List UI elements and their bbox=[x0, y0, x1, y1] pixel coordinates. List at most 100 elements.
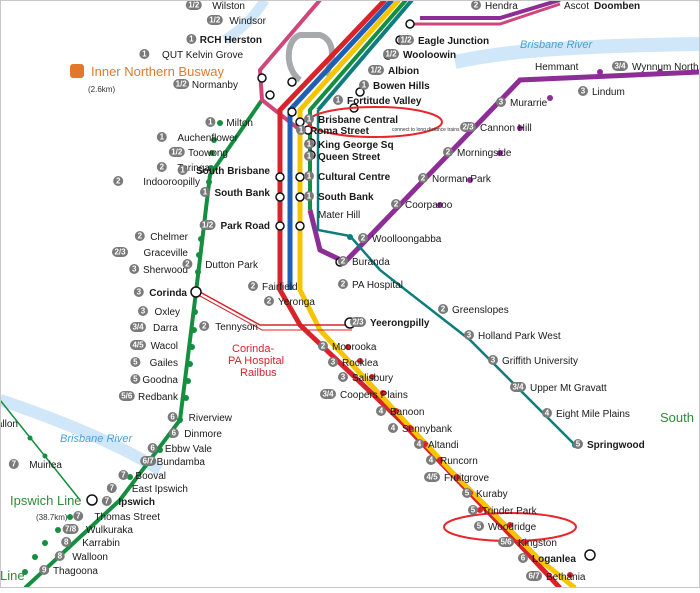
zone-badge-sunnybank bbox=[388, 423, 398, 433]
zone-label-goodna: 5 bbox=[133, 375, 138, 384]
station-label-yeerongpilly: Yeerongpilly bbox=[370, 318, 430, 329]
station-label-normanpark: Norman Park bbox=[432, 174, 492, 185]
station-label-coorparoo: Coorparoo bbox=[405, 200, 453, 211]
station-label-woodridge: Woodridge bbox=[488, 522, 537, 533]
zone-label-tennyson: 2 bbox=[202, 322, 207, 331]
station-label-wilston: Wilston bbox=[212, 1, 245, 12]
station-label-southbankbus: South Bank bbox=[318, 192, 374, 203]
station-label-thagoona: Thagoona bbox=[53, 566, 98, 577]
zone-badge-loganlea bbox=[518, 553, 528, 563]
zone-badge-wynnumnorth bbox=[612, 61, 628, 71]
station-label-runcorn: Runcorn bbox=[440, 456, 478, 467]
zone-badge-tennyson bbox=[199, 321, 210, 331]
zone-badge-redbank bbox=[118, 391, 135, 401]
zone-badge-kgs bbox=[304, 139, 314, 149]
station-label-ebbwvale: Ebbw Vale bbox=[165, 444, 213, 455]
zone-label-normanpark: 2 bbox=[421, 174, 426, 183]
busway-label: Inner Northern Busway bbox=[91, 64, 224, 79]
south-label: South bbox=[660, 410, 694, 425]
zone-badge-lindum bbox=[578, 86, 588, 96]
zone-label-southbank: 1 bbox=[203, 188, 208, 197]
station-label-duttonpark: Dutton Park bbox=[205, 260, 259, 271]
zone-badge-woodridge bbox=[474, 521, 484, 531]
zone-badge-ipswich bbox=[101, 496, 112, 506]
railbus-label-1: Corinda- bbox=[232, 343, 275, 355]
zone-badge-uppermtgravatt bbox=[510, 382, 526, 392]
zone-badge-goodna bbox=[130, 374, 141, 384]
station-label-ipswich: Ipswich bbox=[118, 497, 155, 508]
station-label-bundamba: Bundamba bbox=[157, 457, 206, 468]
zone-label-fairfield: 2 bbox=[251, 282, 256, 291]
zone-label-bundamba: 6/7 bbox=[143, 457, 155, 466]
station-label-bowenhills: Bowen Hills bbox=[373, 81, 430, 92]
zone-label-central: 1 bbox=[307, 115, 312, 124]
zone-badge-bethania bbox=[526, 571, 542, 581]
zone-label-woolloongabba: 2 bbox=[361, 234, 366, 243]
zone-badge-southbrisbane bbox=[177, 165, 188, 175]
station-label-eaglejunction: Eagle Junction bbox=[418, 36, 489, 47]
pink-top bbox=[410, 2, 561, 26]
station-label-southbank: South Bank bbox=[214, 188, 270, 199]
zone-label-southbankbus: 1 bbox=[307, 192, 312, 201]
zone-label-riverview: 6 bbox=[170, 413, 175, 422]
station-label-murarrie: Murarrie bbox=[510, 98, 548, 109]
station-label-hollandpark: Holland Park West bbox=[478, 331, 561, 342]
zone-label-bowenhills: 1 bbox=[362, 81, 367, 90]
station-label-redbank: Redbank bbox=[138, 392, 179, 403]
station-label-springwood: Springwood bbox=[587, 440, 645, 451]
zone-label-wynnumnorth: 3/4 bbox=[614, 62, 626, 71]
station-label-uppermtgravatt: Upper Mt Gravatt bbox=[530, 383, 607, 394]
station-label-doomben: Doomben bbox=[594, 1, 640, 12]
zone-label-rch: 1 bbox=[189, 35, 194, 44]
zone-label-oxley: 3 bbox=[141, 307, 146, 316]
zone-badge-altandi bbox=[414, 439, 424, 449]
zone-badge-cultural bbox=[304, 171, 314, 181]
zone-label-salisbury: 3 bbox=[341, 373, 346, 382]
station-label-fruitgrove: Fruitgrove bbox=[444, 473, 489, 484]
zone-label-coorparoo: 2 bbox=[394, 200, 399, 209]
zone-badge-karrabin bbox=[61, 537, 72, 547]
zone-label-eaglejunction: 1/2 bbox=[400, 36, 412, 45]
zone-label-ebbwvale: 6 bbox=[150, 444, 155, 453]
zone-label-parkroad: 1/2 bbox=[202, 221, 214, 230]
station-label-wacol: Wacol bbox=[151, 341, 178, 352]
zone-badge-wacol bbox=[130, 340, 146, 350]
station-label-wallon: allon bbox=[0, 419, 18, 430]
zone-label-kuraby: 5 bbox=[465, 489, 470, 498]
zone-label-runcorn: 4 bbox=[429, 456, 434, 465]
brisbane-river-northwest bbox=[222, 0, 270, 45]
zone-label-fortitude: 1 bbox=[336, 96, 341, 105]
zone-label-romast: 1 bbox=[299, 126, 304, 135]
zone-label-morningside: 2 bbox=[446, 148, 451, 157]
zone-label-banoon: 4 bbox=[379, 407, 384, 416]
purple-top bbox=[420, 0, 561, 20]
station-label-kingston: Kingston bbox=[518, 538, 557, 549]
zone-badge-fruitgrove bbox=[424, 472, 440, 482]
green-line bbox=[23, 98, 264, 590]
zone-label-hollandpark: 3 bbox=[467, 331, 472, 340]
zone-badge-sherwood bbox=[129, 264, 140, 274]
station-label-wulkuraka: Wulkuraka bbox=[86, 525, 133, 536]
zone-label-dinmore: 6 bbox=[172, 429, 177, 438]
station-label-indooroopilly: Indooroopilly bbox=[143, 177, 200, 188]
zone-label-auchenflower: 1 bbox=[160, 133, 165, 142]
zone-badge-toowong bbox=[168, 147, 185, 157]
zone-badge-bundamba bbox=[140, 456, 157, 466]
zone-label-chelmer: 2 bbox=[138, 232, 143, 241]
station-label-gailes: Gailes bbox=[150, 358, 178, 369]
zone-badge-booval bbox=[118, 470, 129, 480]
zone-label-yeerongpilly: 2/3 bbox=[352, 318, 364, 327]
railbus-label-3: Railbus bbox=[240, 367, 277, 379]
zone-badge-qut bbox=[139, 49, 150, 59]
station-label-greenslopes: Greenslopes bbox=[452, 305, 509, 316]
zone-badge-normanpark bbox=[418, 173, 428, 183]
zone-badge-albion bbox=[368, 65, 384, 75]
zone-label-darra: 3/4 bbox=[132, 323, 144, 332]
zone-badge-buranda bbox=[338, 256, 348, 266]
railbus-line bbox=[199, 291, 350, 326]
zone-label-coopersplains: 3/4 bbox=[322, 390, 334, 399]
zone-label-redbank: 5/6 bbox=[121, 392, 133, 401]
station-label-salisbury: Salisbury bbox=[352, 373, 393, 384]
